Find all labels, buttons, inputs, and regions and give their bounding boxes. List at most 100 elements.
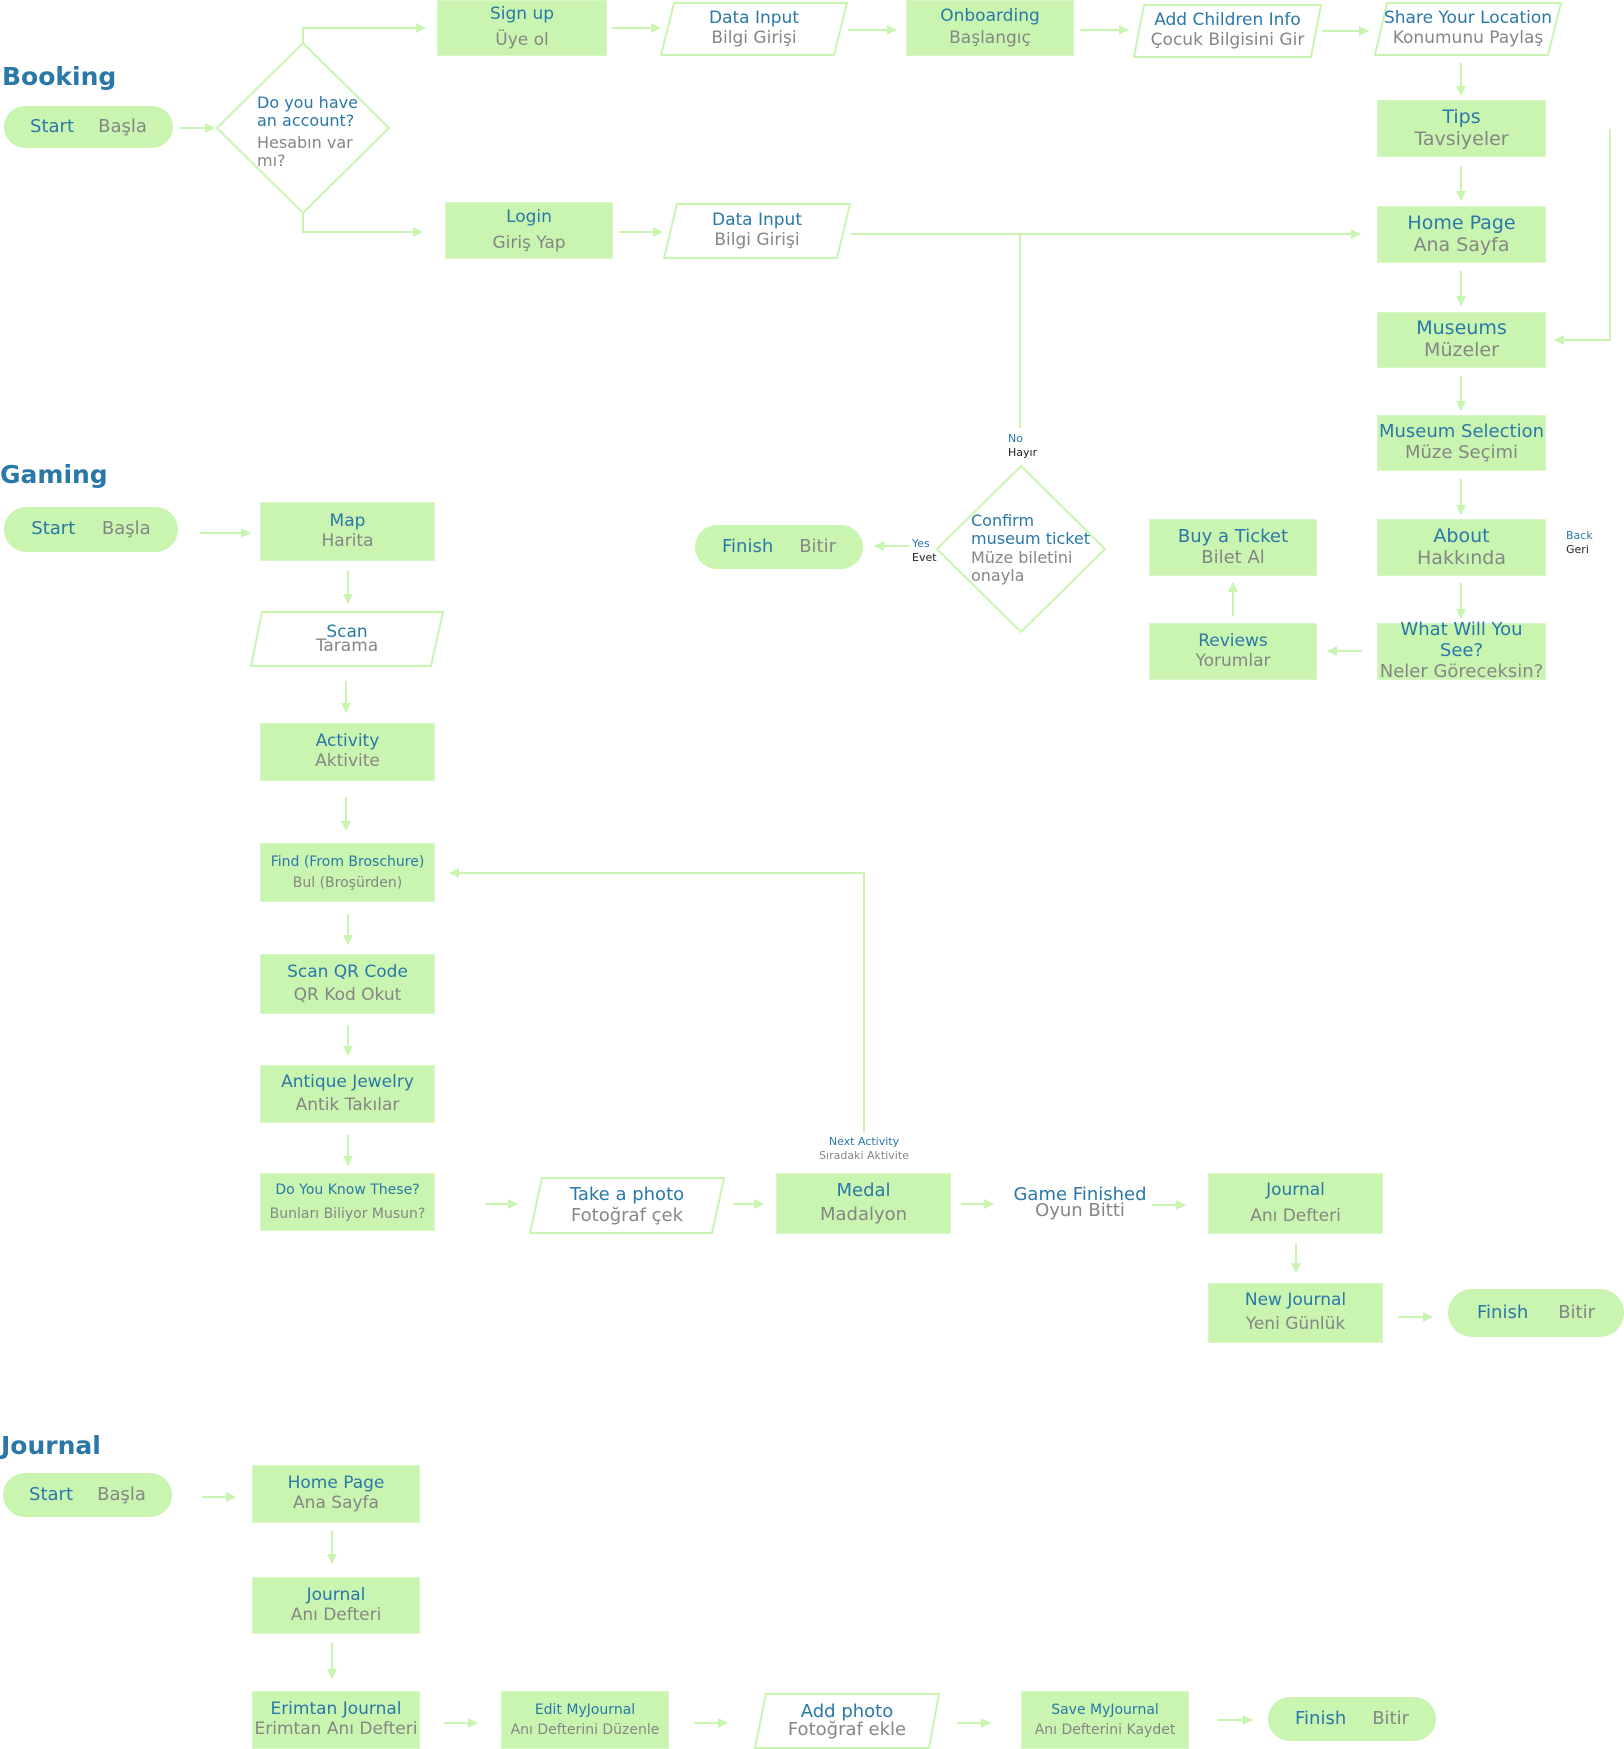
add-children-info-node[interactable]: Add Children Info Çocuk Bilgisini Gir — [1132, 4, 1323, 58]
new-journal-node[interactable]: New Journal Yeni Günlük — [1208, 1283, 1383, 1343]
antique-jewelry-node[interactable]: Antique Jewelry Antik Takılar — [260, 1065, 435, 1123]
node-label-tr: Anı Defterini Düzenle — [510, 1722, 660, 1738]
no-label: No Hayır — [1008, 432, 1037, 461]
node-label-en: Scan QR Code — [287, 961, 408, 982]
node-label-en: Edit MyJournal — [534, 1701, 636, 1718]
scan-node[interactable]: Scan Tarama — [249, 611, 445, 667]
booking-start-node[interactable]: Start Başla — [4, 106, 173, 148]
node-label-tr: Konumunu Paylaş — [1392, 28, 1544, 48]
node-label-tr: Bilgi Girişi — [714, 230, 800, 250]
node-label-en: Finish — [1294, 1707, 1347, 1729]
node-label-tr: Hesabın var mı? — [257, 132, 353, 171]
arrow-decision-to-signup — [302, 23, 426, 42]
node-label-tr: Müzeler — [1424, 339, 1499, 361]
journal-journal-node[interactable]: Journal Anı Defteri — [252, 1577, 420, 1634]
node-label-en: Start — [31, 518, 76, 540]
node-label-en: Save MyJournal — [1051, 1701, 1159, 1718]
gaming-journal-node[interactable]: Journal Anı Defteri — [1208, 1173, 1383, 1234]
data-input-login-node[interactable]: Data Input Bilgi Girişi — [662, 203, 852, 259]
node-label-en: Find (From Broschure) — [270, 853, 425, 870]
take-photo-node[interactable]: Take a photo Fotoğraf çek — [528, 1177, 726, 1234]
node-label-tr: Fotoğraf ekle — [787, 1719, 907, 1740]
booking-finish-node[interactable]: Finish Bitir — [695, 525, 863, 569]
map-node[interactable]: Map Harita — [260, 502, 435, 561]
login-node[interactable]: Login Giriş Yap — [445, 202, 613, 259]
home-page-node[interactable]: Home Page Ana Sayfa — [1377, 206, 1546, 263]
node-label-en: Journal — [1266, 1179, 1325, 1200]
node-label-tr: Yorumlar — [1195, 650, 1271, 671]
node-label-tr: Aktivite — [315, 751, 380, 771]
museum-selection-node[interactable]: Museum Selection Müze Seçimi — [1377, 415, 1546, 471]
about-node[interactable]: About Hakkında — [1377, 519, 1546, 576]
edit-myjournal-node[interactable]: Edit MyJournal Anı Defterini Düzenle — [501, 1691, 669, 1749]
node-label-tr: Tarama — [315, 636, 379, 656]
node-label-en: Buy a Ticket — [1177, 525, 1289, 547]
node-label-en: Add photo — [800, 1701, 894, 1722]
node-label-tr: Neler Göreceksin? — [1379, 660, 1544, 682]
node-label-en: Data Input — [708, 8, 799, 29]
parallelogram-shape — [662, 203, 852, 259]
gaming-finish-node[interactable]: Finish Bitir — [1448, 1289, 1624, 1337]
parallelogram-shape — [1373, 1, 1563, 56]
node-label-en: New Journal — [1244, 1290, 1347, 1311]
activity-node[interactable]: Activity Aktivite — [260, 723, 435, 781]
add-photo-node[interactable]: Add photo Fotoğraf ekle — [753, 1693, 941, 1749]
next-activity-label-en: Next Activity — [828, 1135, 900, 1148]
node-label-tr: Fotoğraf çek — [570, 1204, 684, 1226]
tips-node[interactable]: Tips Tavsiyeler — [1377, 100, 1546, 157]
node-label-en: Do You Know These? — [275, 1182, 420, 1199]
node-label-en: Museums — [1416, 317, 1507, 340]
section-title-gaming: Gaming — [0, 460, 108, 489]
node-label-en: Finish — [1476, 1301, 1529, 1323]
save-myjournal-node[interactable]: Save MyJournal Anı Defterini Kaydet — [1021, 1691, 1189, 1749]
node-label-tr: Giriş Yap — [492, 232, 566, 253]
section-title-journal: Journal — [1, 1431, 101, 1460]
gaming-start-node[interactable]: Start Başla — [4, 507, 178, 552]
node-label-tr: Bitir — [1372, 1707, 1410, 1729]
node-label-en: Reviews — [1198, 630, 1268, 651]
section-title-booking: Booking — [2, 62, 117, 91]
yes-label-en: Yes — [912, 537, 930, 550]
back-label-tr: Geri — [1566, 543, 1589, 557]
onboarding-node[interactable]: Onboarding Başlangıç — [906, 0, 1074, 56]
node-label-tr: Çocuk Bilgisini Gir — [1150, 30, 1305, 50]
reviews-node[interactable]: Reviews Yorumlar — [1149, 623, 1317, 680]
museums-node[interactable]: Museums Müzeler — [1377, 312, 1546, 368]
journal-finish-node[interactable]: Finish Bitir — [1268, 1697, 1436, 1741]
data-input-signup-node[interactable]: Data Input Bilgi Girişi — [659, 1, 849, 56]
medal-node[interactable]: Medal Madalyon — [776, 1173, 951, 1234]
share-location-node[interactable]: Share Your Location Konumunu Paylaş — [1373, 1, 1563, 56]
node-label-en: Start — [29, 1483, 74, 1505]
next-activity-label: Next Activity Sıradaki Aktivite — [816, 1135, 912, 1164]
arrow-decision-to-login — [302, 214, 423, 237]
node-label-en: About — [1433, 524, 1490, 547]
yes-label: Yes Evet — [912, 537, 937, 566]
node-label-en: Sign up — [489, 4, 555, 25]
what-will-you-see-node[interactable]: What Will You See? Neler Göreceksin? — [1377, 620, 1546, 682]
node-label-en: Map — [329, 510, 366, 531]
node-label-tr: Başlangıç — [949, 28, 1031, 48]
journal-start-node[interactable]: Start Başla — [3, 1473, 172, 1517]
signup-node[interactable]: Sign up Üye ol — [437, 0, 607, 56]
arrow-medal-to-find — [449, 868, 865, 1133]
node-label-en: Erimtan Journal — [270, 1699, 402, 1720]
node-label-tr: Anı Defteri — [1250, 1205, 1341, 1226]
confirm-ticket-decision-node[interactable]: Confirm museum ticket Müze biletini onay… — [935, 464, 1107, 634]
next-activity-label-tr: Sıradaki Aktivite — [819, 1149, 909, 1163]
node-label-tr: Bul (Broşürden) — [292, 875, 403, 891]
buy-ticket-node[interactable]: Buy a Ticket Bilet Al — [1149, 519, 1317, 576]
node-label-tr: Başla — [101, 518, 151, 540]
journal-home-page-node[interactable]: Home Page Ana Sayfa — [252, 1465, 420, 1523]
node-label-tr: Başla — [97, 1483, 146, 1505]
game-finished-node[interactable]: Game Finished Oyun Bitti — [1005, 1183, 1155, 1223]
parallelogram-shape — [1132, 4, 1323, 58]
erimtan-journal-node[interactable]: Erimtan Journal Erimtan Anı Defteri — [252, 1691, 420, 1749]
account-decision-node[interactable]: Do you have an account? Hesabın var mı? — [215, 41, 391, 215]
do-you-know-node[interactable]: Do You Know These? Bunları Biliyor Musun… — [260, 1173, 435, 1231]
node-label-en: Activity — [315, 731, 380, 752]
find-node[interactable]: Find (From Broschure) Bul (Broşürden) — [260, 843, 435, 902]
scan-qr-node[interactable]: Scan QR Code QR Kod Okut — [260, 954, 435, 1014]
node-label-tr: Tavsiyeler — [1414, 127, 1509, 150]
node-label-en: Journal — [306, 1584, 366, 1605]
